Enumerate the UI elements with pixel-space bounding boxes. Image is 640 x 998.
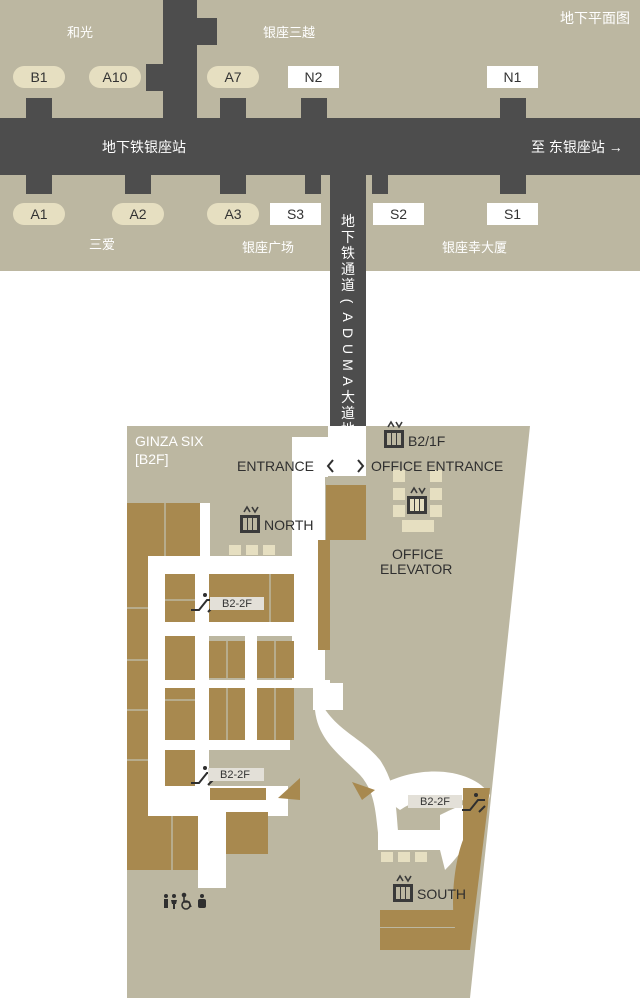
exit-a2[interactable]: A2 [112,203,164,225]
shop-dividers [127,503,276,870]
floor-label: [B2F] [135,451,169,467]
station-passages [26,0,526,426]
restroom-icon [164,894,177,909]
office-elevator-label-2: ELEVATOR [380,561,453,577]
arrow-left-icon [326,459,334,473]
building-mitsukoshi: 银座三越 [263,25,316,40]
elevator-icon [393,874,413,902]
north-label: NORTH [264,517,314,533]
exit-a3[interactable]: A3 [207,203,259,225]
south-label: SOUTH [417,886,466,902]
exit-a7[interactable]: A7 [207,66,259,88]
escalator-tag: B2-2F [210,597,264,610]
exit-b1[interactable]: B1 [13,66,65,88]
elevator-icon [384,420,404,448]
subway-line [0,118,640,175]
corridors [148,426,490,888]
accessible-icon [181,892,192,910]
building-wako: 和光 [67,25,94,40]
exit-s3[interactable]: S3 [270,203,321,225]
exit-n1[interactable]: N1 [487,66,538,88]
building-mitsubishi: 三爱 [89,237,116,252]
shops [127,485,490,950]
ginza-six-name: GINZA SIX [135,433,204,449]
elevator-tiles [229,470,442,862]
office-elevator-label-1: OFFICE [392,546,444,562]
exit-a10[interactable]: A10 [89,66,141,88]
elevator-icon [407,486,427,514]
building-ginza-kou: 银座幸大厦 [442,240,508,255]
building-ginza-place: 银座广场 [242,240,295,255]
station-name: 地下铁银座站 [102,139,186,155]
exit-s2[interactable]: S2 [373,203,424,225]
direction-label: 至 东银座站 → [531,139,623,155]
elevator-icon [240,505,260,533]
elevator-b2-1f-label: B2/1F [408,433,446,449]
baby-room-icon [198,894,206,908]
escalator-tag: B2-2F [208,768,264,781]
entrance-label: ENTRANCE [237,458,315,474]
escalator-tag: B2-2F [408,795,462,808]
exit-a1[interactable]: A1 [13,203,65,225]
exit-n2[interactable]: N2 [288,66,339,88]
escalator-icon [462,793,486,813]
exit-s1[interactable]: S1 [487,203,538,225]
arrow-right-icon [357,459,365,473]
page-title: 地下平面图 [560,10,630,26]
office-entrance-label: OFFICE ENTRANCE [371,458,504,474]
